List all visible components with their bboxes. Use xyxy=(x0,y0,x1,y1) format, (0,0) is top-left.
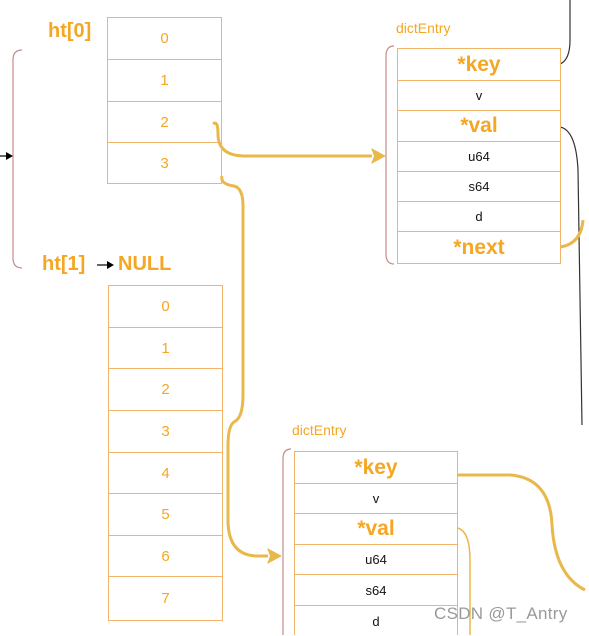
ht0-slot: 1 xyxy=(108,60,221,102)
entry-field: s64 xyxy=(398,172,560,202)
entry-field-next: *next xyxy=(453,235,505,259)
ht1-slot-index: 5 xyxy=(161,506,170,523)
entry-field: v xyxy=(295,484,457,514)
ht0-slot: 3 xyxy=(108,143,221,183)
entry-field: d xyxy=(398,202,560,232)
entry-field-s64: s64 xyxy=(365,582,387,598)
slot3-to-entry-connector xyxy=(220,175,268,558)
ht1-slot-index: 3 xyxy=(161,423,170,440)
entry-field-d: d xyxy=(475,209,483,224)
ht1-null-arrowhead xyxy=(107,261,114,269)
slot2-to-entry-connector xyxy=(212,121,372,158)
ht0-slot-index: 0 xyxy=(160,30,169,47)
entry-top-label: dictEntry xyxy=(396,20,451,36)
val-link-bottom xyxy=(457,527,471,635)
ht1-slot: 4 xyxy=(109,453,222,494)
ht1-slot: 5 xyxy=(109,494,222,536)
ht1-slot: 1 xyxy=(109,328,222,369)
entry-field: *next xyxy=(398,232,560,263)
key-link-bottom xyxy=(458,473,586,592)
entry-field: *val xyxy=(295,514,457,545)
ht0-table: 0 1 2 3 xyxy=(107,17,222,184)
entry-field: u64 xyxy=(398,142,560,172)
ht1-slot: 7 xyxy=(109,577,222,620)
ht1-slot: 3 xyxy=(109,411,222,453)
entry-field-val: *val xyxy=(357,517,395,540)
entry-field-v: v xyxy=(475,88,483,103)
entry-field-d: d xyxy=(372,613,380,629)
entry-field-u64: u64 xyxy=(365,552,387,567)
entry-field: s64 xyxy=(295,575,457,606)
entry-field: *key xyxy=(398,49,560,81)
entry-field-key: *key xyxy=(457,52,501,76)
dict-bracket xyxy=(12,49,23,269)
ht1-slot-index: 1 xyxy=(161,339,170,357)
ht0-slot-index: 2 xyxy=(160,113,169,131)
entry-bottom-bracket xyxy=(282,448,292,635)
ht1-null-label: NULL xyxy=(118,253,172,275)
entry-field: *val xyxy=(398,111,560,142)
key-link-top xyxy=(559,0,571,65)
ht1-slot: 2 xyxy=(109,369,222,411)
ht1-label: ht[1] xyxy=(42,253,86,275)
ht1-table: 0 1 2 3 4 5 6 7 xyxy=(108,285,223,621)
next-link-top xyxy=(559,219,585,249)
ht1-slot-index: 6 xyxy=(161,547,170,565)
ht1-slot: 6 xyxy=(109,536,222,577)
slot2-to-entry-arrowhead xyxy=(371,148,386,164)
slot3-to-entry-arrowhead xyxy=(267,548,282,564)
entry-field: u64 xyxy=(295,545,457,575)
entry-bottom-label: dictEntry xyxy=(292,422,347,438)
watermark: CSDN @T_Antry xyxy=(434,604,568,623)
entry-field-val: *val xyxy=(460,114,498,137)
entry-field: *key xyxy=(295,452,457,484)
entry-top-bracket xyxy=(385,45,395,265)
ht0-label: ht[0] xyxy=(48,20,92,42)
ht1-slot-index: 2 xyxy=(161,381,170,398)
ht1-slot-index: 0 xyxy=(161,298,170,315)
ht1-slot-index: 7 xyxy=(161,590,170,607)
ht0-slot-index: 3 xyxy=(160,154,169,172)
entry-field: d xyxy=(295,606,457,636)
ht1-slot: 0 xyxy=(109,286,222,328)
entry-field-key: *key xyxy=(354,455,398,479)
val-link-top xyxy=(559,126,583,426)
entry-field-u64: u64 xyxy=(468,149,490,164)
ht1-slot-index: 4 xyxy=(161,464,170,482)
ht0-slot: 2 xyxy=(108,102,221,143)
dict-pointer-arrowhead xyxy=(6,152,13,160)
entry-field-s64: s64 xyxy=(468,179,490,194)
entry-bottom-box: *key v *val u64 s64 d xyxy=(294,451,458,635)
entry-field-v: v xyxy=(372,491,380,506)
ht0-slot: 0 xyxy=(108,18,221,60)
ht0-slot-index: 1 xyxy=(160,72,169,89)
entry-top-box: *key v *val u64 s64 d *next xyxy=(397,48,561,264)
entry-field: v xyxy=(398,81,560,111)
